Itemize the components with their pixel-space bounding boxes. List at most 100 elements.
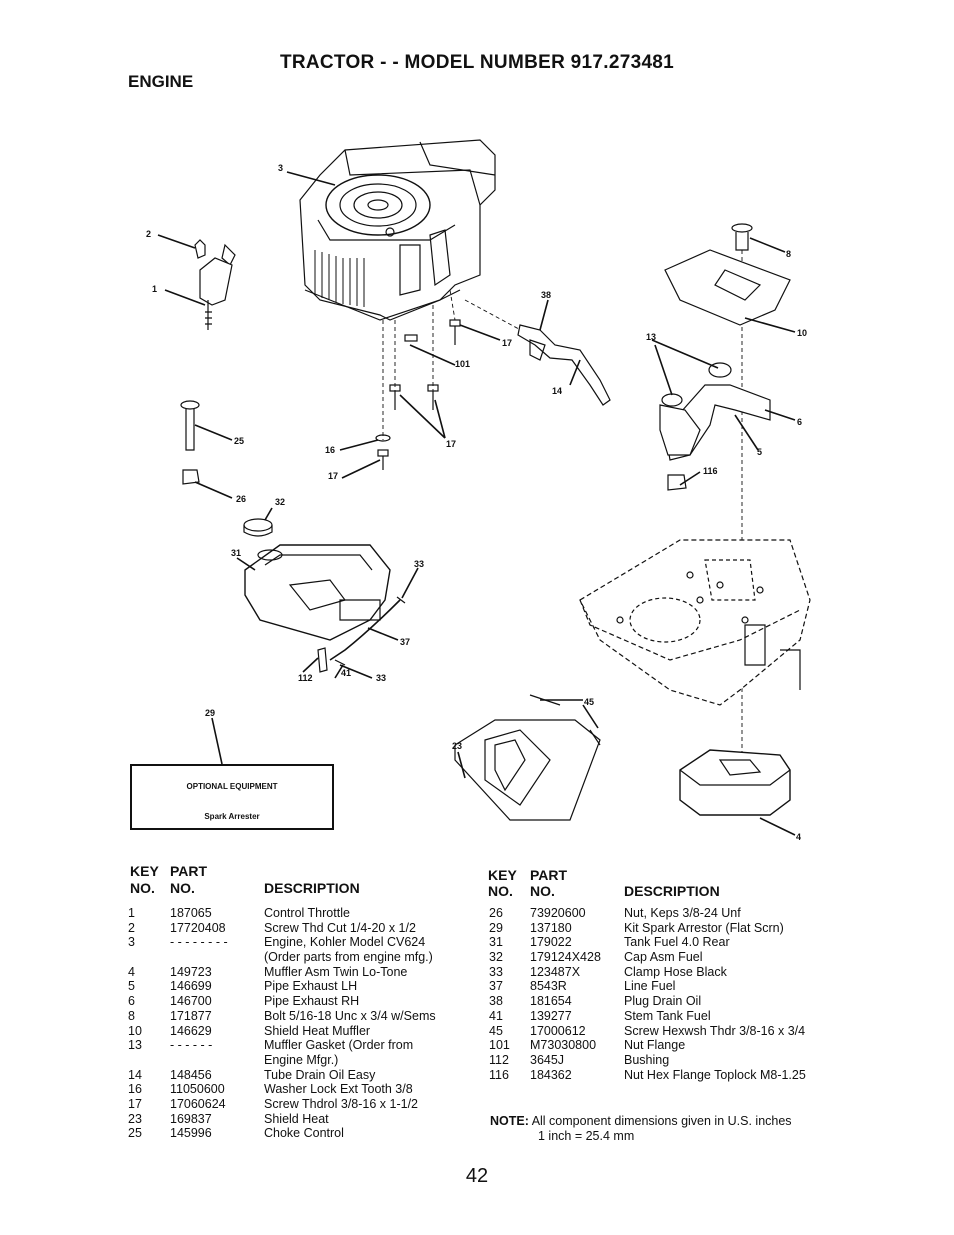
key-no: 13 <box>128 1038 142 1053</box>
table-row: 13- - - - - -Muffler Gasket (Order from <box>128 1038 478 1053</box>
optional-equipment-heading: OPTIONAL EQUIPMENT <box>186 782 278 791</box>
part-description: Nut Hex Flange Toplock M8-1.25 <box>624 1067 806 1082</box>
part-no: 169837 <box>170 1111 212 1126</box>
key-no: 38 <box>489 994 503 1009</box>
callout-number: 1 <box>152 284 157 294</box>
callout-number: 112 <box>298 673 313 683</box>
part-description: Tube Drain Oil Easy <box>264 1067 376 1082</box>
part-no: 146629 <box>170 1023 212 1038</box>
part-no: 171877 <box>170 1008 212 1023</box>
page-title: TRACTOR - - MODEL NUMBER 917.273481 <box>279 52 675 73</box>
table-row: 26 73920600 Nut, Keps 3/8-24 Unf <box>489 906 849 921</box>
part-description: Muffler Asm Twin Lo-Tone <box>264 964 408 979</box>
table-row: 33 123487X Clamp Hose Black <box>489 965 849 980</box>
callout-number: 3 <box>278 163 283 173</box>
right-header-description: DESCRIPTION <box>624 883 720 899</box>
key-no: 14 <box>128 1067 142 1082</box>
fuel-tank-illustration <box>243 518 406 673</box>
part-description: Shield Heat <box>264 1111 329 1126</box>
callout-number: 31 <box>231 548 241 558</box>
callout-number: 45 <box>584 697 594 707</box>
part-description: Nut Flange <box>624 1038 686 1053</box>
key-no: 8 <box>128 1008 135 1023</box>
part-no: M73030800 <box>530 1038 597 1053</box>
part-no: 8543R <box>530 979 567 994</box>
key-no: 26 <box>489 906 503 920</box>
callout-number: 10 <box>797 328 807 338</box>
part-description: Control Throttle <box>264 906 350 920</box>
part-no: 181654 <box>530 994 572 1009</box>
table-row: 3- - - - - - - -Engine, Kohler Model CV6… <box>128 935 478 950</box>
part-description: (Order parts from engine mfg.) <box>264 950 433 965</box>
part-description: Pipe Exhaust RH <box>264 994 360 1009</box>
callout-number: 17 <box>502 338 512 348</box>
part-description: Line Fuel <box>624 979 676 994</box>
callout-number: 16 <box>325 445 335 455</box>
callout-number: 101 <box>455 359 470 369</box>
key-no: 25 <box>128 1126 142 1141</box>
left-header-part: PART <box>170 863 208 879</box>
part-description: Screw Thd Cut 1/4-20 x 1/2 <box>264 920 416 935</box>
part-no: 3645J <box>530 1052 565 1067</box>
engine-illustration <box>299 139 496 321</box>
table-row: (Order parts from engine mfg.) <box>128 950 478 965</box>
muffler-illustration <box>679 749 791 816</box>
part-no: 17060624 <box>170 1096 226 1111</box>
key-no: 31 <box>489 935 503 950</box>
key-no: 10 <box>128 1023 142 1038</box>
callout-number: 6 <box>797 417 802 427</box>
part-description: Pipe Exhaust LH <box>264 979 358 994</box>
part-description: Nut, Keps 3/8-24 Unf <box>624 906 741 920</box>
part-description: Engine Mfgr.) <box>264 1052 339 1067</box>
left-header-part-no: NO. <box>170 880 195 896</box>
callout-number: 41 <box>341 668 351 678</box>
part-no: 146699 <box>170 979 212 994</box>
part-description: Clamp Hose Black <box>624 964 727 979</box>
callout-number: 26 <box>236 494 246 504</box>
callout-number: 23 <box>452 741 462 751</box>
callout-number: 33 <box>376 673 386 683</box>
callout-number: 13 <box>646 332 656 342</box>
key-no: 4 <box>128 964 135 979</box>
part-description: Washer Lock Ext Tooth 3/8 <box>264 1082 413 1097</box>
part-no: 123487X <box>530 964 581 979</box>
part-no: 184362 <box>530 1067 572 1082</box>
part-description: Cap Asm Fuel <box>624 950 703 965</box>
key-no: 29 <box>489 920 503 935</box>
dimensions-note: NOTE: All component dimensions given in … <box>490 1114 792 1144</box>
section-heading: ENGINE <box>128 72 194 91</box>
heat-shield-illustration <box>454 694 601 821</box>
key-no: 41 <box>489 1008 503 1023</box>
choke-control-illustration <box>180 400 200 485</box>
part-description: Stem Tank Fuel <box>624 1008 711 1023</box>
part-no: 187065 <box>170 906 212 920</box>
part-no: 73920600 <box>530 906 586 920</box>
engine-bolts-illustration <box>375 319 461 470</box>
part-description: Screw Thdrol 3/8-16 x 1-1/2 <box>264 1096 419 1111</box>
part-description: Kit Spark Arrestor (Flat Scrn) <box>624 920 784 935</box>
key-no: 3 <box>128 935 135 950</box>
key-no: 33 <box>489 964 503 979</box>
callout-number: 25 <box>234 436 244 446</box>
part-description: Choke Control <box>264 1126 344 1141</box>
right-header-key: KEY <box>488 867 517 883</box>
callout-number: 32 <box>275 497 285 507</box>
part-no: - - - - - - - - <box>170 935 228 950</box>
callout-number: 4 <box>796 832 801 842</box>
callout-number: 37 <box>400 637 410 647</box>
